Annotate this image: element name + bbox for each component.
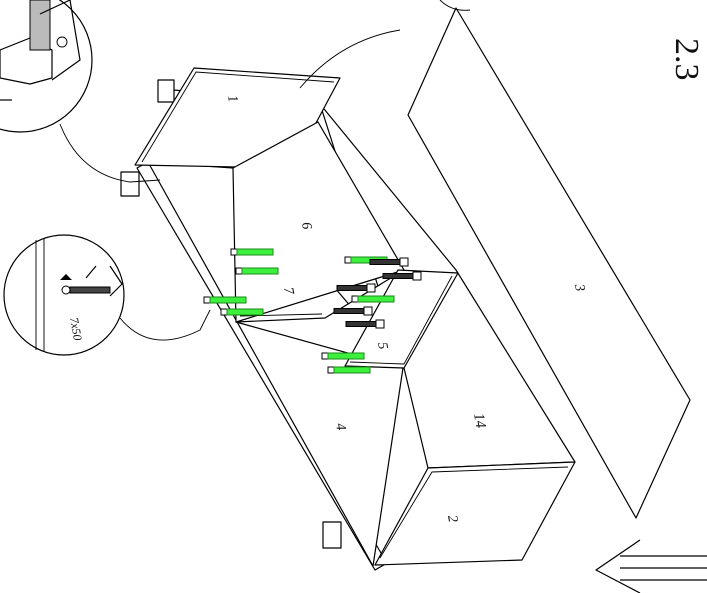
step-number: 2.3 xyxy=(668,38,705,81)
part-label-5: 5 xyxy=(374,341,390,350)
leg-middle xyxy=(120,171,140,197)
part-label-1: 1 xyxy=(224,94,240,103)
part-label-7: 7 xyxy=(280,286,296,296)
screw-size-label: 7x50 xyxy=(67,316,85,341)
part-label-4: 4 xyxy=(332,422,348,431)
green-screws-right xyxy=(321,256,395,374)
dark-screws xyxy=(333,257,422,329)
cabinet-body: 4 14 2 1 6 7 5 xyxy=(120,67,576,571)
assembly-direction-arrow xyxy=(595,539,707,593)
leg-bottom xyxy=(322,521,342,549)
green-screws-left xyxy=(203,248,279,316)
part-label-14: 14 xyxy=(470,412,488,430)
leg-top xyxy=(157,79,175,103)
part-label-6: 6 xyxy=(298,221,314,230)
adjustable-foot-detail xyxy=(0,0,471,183)
part-label-3: 3 xyxy=(571,282,587,292)
panel-3: 3 xyxy=(407,7,691,519)
screw-detail: 7x50 xyxy=(3,234,211,356)
part-label-2: 2 xyxy=(444,514,460,523)
